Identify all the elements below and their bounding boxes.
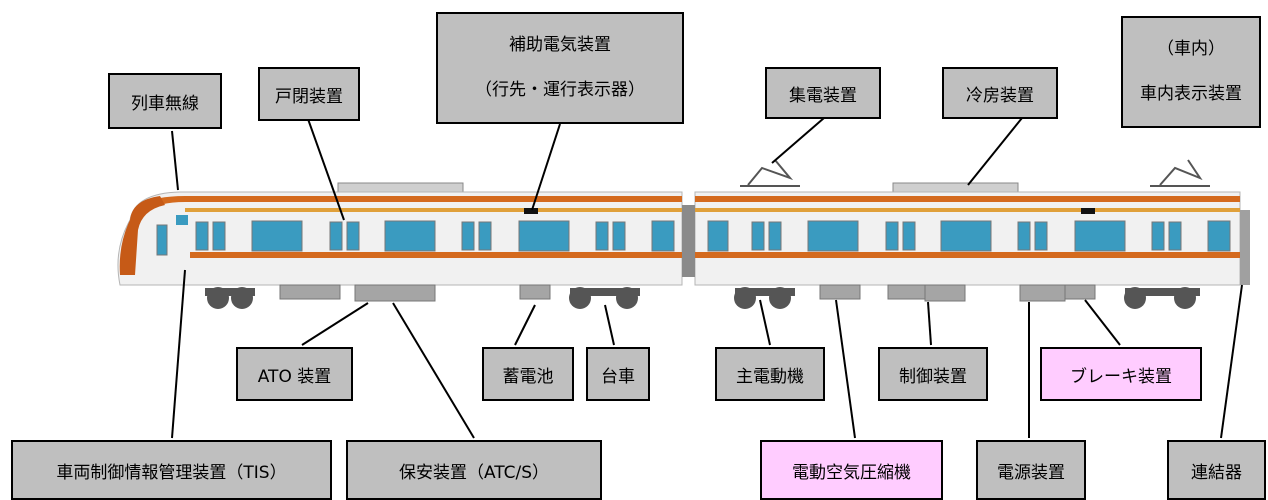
label-aux-electrical-device: 補助電気装置 （行先・運行表示器） [436,12,684,124]
label-brake-device: ブレーキ装置 [1040,347,1202,401]
label-coupler: 連結器 [1167,440,1266,500]
pantograph-right [1150,159,1210,187]
label-traction-motor: 主電動機 [715,347,825,401]
gangway [682,205,695,277]
destination-display [1081,208,1095,214]
label-current-collector: 集電装置 [765,67,881,119]
label-aux-line2: （行先・運行表示器） [475,80,645,100]
label-tis: 車両制御情報管理装置（TIS） [11,440,332,500]
line-sign [176,215,188,225]
label-power-supply: 電源装置 [976,440,1086,500]
label-door-device: 戸閉装置 [258,67,360,121]
underfloor-equipment [279,284,1096,302]
bogies [205,287,1200,309]
label-train-radio: 列車無線 [108,73,222,129]
car-1-windows [156,220,675,256]
label-air-compressor: 電動空気圧縮機 [760,440,943,500]
label-air-conditioner: 冷房装置 [942,67,1058,119]
label-control-device: 制御装置 [878,347,988,401]
label-bogie: 台車 [586,347,650,401]
pantograph-left [740,159,800,187]
label-ato-device: ATO 装置 [236,347,353,401]
leader-lines [171,117,1243,439]
label-aux-line1: 補助電気装置 [509,35,611,55]
label-interior-display: （車内） 車内表示装置 [1121,16,1261,128]
label-battery: 蓄電池 [482,347,574,401]
label-interior-line1: （車内） [1157,39,1225,59]
destination-display [524,208,538,214]
label-safety-device: 保安装置（ATC/S） [346,440,602,500]
car-end [1240,210,1250,285]
label-interior-line2: 車内表示装置 [1140,84,1242,104]
car-2-windows [707,220,1231,252]
